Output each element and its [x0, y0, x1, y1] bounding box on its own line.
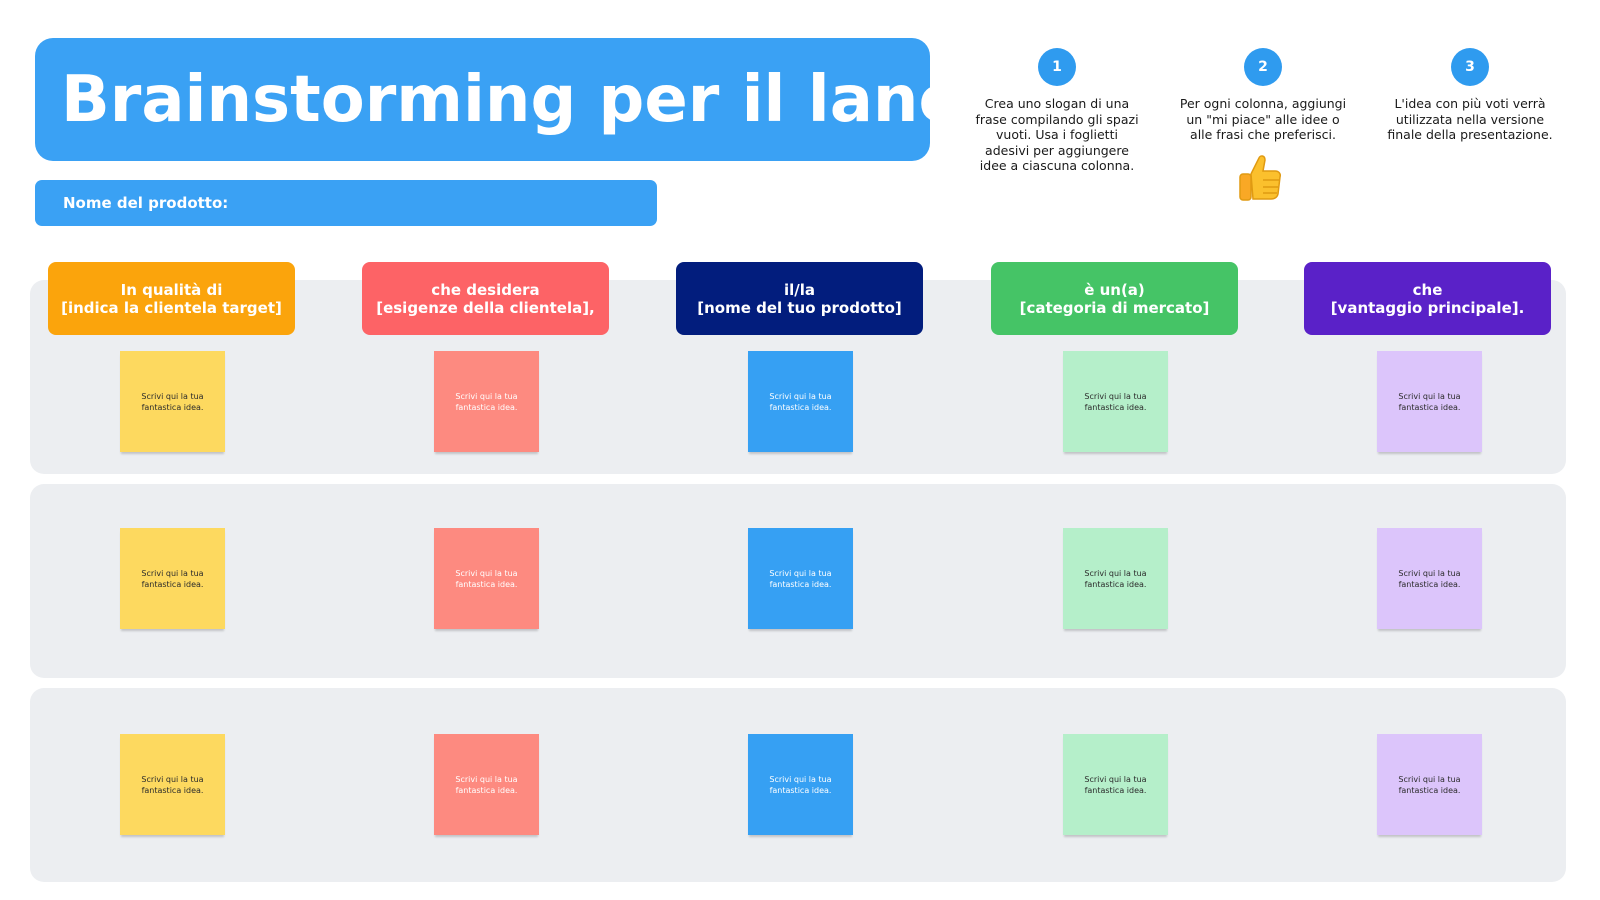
- column-header-5: che[vantaggio principale].: [1304, 262, 1551, 335]
- column-header-subtitle: [indica la clientela target]: [61, 298, 282, 317]
- column-header-subtitle: [nome del tuo prodotto]: [697, 298, 902, 317]
- column-header-1: In qualità di[indica la clientela target…: [48, 262, 295, 335]
- step-text: Per ogni colonna, aggiungi un "mi piace"…: [1179, 96, 1347, 142]
- step-text: Crea uno slogan di una frase compilando …: [975, 96, 1139, 173]
- column-header-subtitle: [vantaggio principale].: [1330, 298, 1525, 317]
- step-1: 1 Crea uno slogan di una frase compiland…: [972, 48, 1142, 174]
- sticky-note[interactable]: Scrivi qui la tua fantastica idea.: [120, 351, 225, 452]
- page-title: Brainstorming per il lancio: [61, 62, 1023, 137]
- step-2: 2 Per ogni colonna, aggiungi un "mi piac…: [1178, 48, 1348, 143]
- title-banner: Brainstorming per il lancio: [35, 38, 1022, 161]
- sticky-note[interactable]: Scrivi qui la tua fantastica idea.: [1063, 528, 1168, 629]
- sticky-note[interactable]: Scrivi qui la tua fantastica idea.: [120, 528, 225, 629]
- step-number-badge: 2: [1244, 48, 1282, 86]
- sticky-note[interactable]: Scrivi qui la tua fantastica idea.: [434, 528, 539, 629]
- column-header-4: è un(a)[categoria di mercato]: [991, 262, 1238, 335]
- thumbs-up-icon: [1239, 155, 1281, 201]
- sticky-note[interactable]: Scrivi qui la tua fantastica idea.: [1063, 734, 1168, 835]
- sticky-note[interactable]: Scrivi qui la tua fantastica idea.: [434, 734, 539, 835]
- sticky-note[interactable]: Scrivi qui la tua fantastica idea.: [1377, 351, 1482, 452]
- product-name-field[interactable]: Nome del prodotto:: [35, 180, 657, 226]
- column-header-title: che: [1412, 280, 1443, 299]
- column-header-title: è un(a): [1084, 280, 1145, 299]
- sticky-note[interactable]: Scrivi qui la tua fantastica idea.: [748, 528, 853, 629]
- column-header-title: In qualità di: [120, 280, 223, 299]
- sticky-note[interactable]: Scrivi qui la tua fantastica idea.: [1377, 528, 1482, 629]
- sticky-note[interactable]: Scrivi qui la tua fantastica idea.: [748, 734, 853, 835]
- sticky-note[interactable]: Scrivi qui la tua fantastica idea.: [120, 734, 225, 835]
- column-header-subtitle: [categoria di mercato]: [1019, 298, 1210, 317]
- sticky-note[interactable]: Scrivi qui la tua fantastica idea.: [1377, 734, 1482, 835]
- column-header-2: che desidera[esigenze della clientela],: [362, 262, 609, 335]
- column-header-subtitle: [esigenze della clientela],: [376, 298, 595, 317]
- column-header-title: che desidera: [431, 280, 540, 299]
- product-name-label: Nome del prodotto:: [63, 194, 229, 212]
- column-header-3: il/la[nome del tuo prodotto]: [676, 262, 923, 335]
- step-number-badge: 3: [1451, 48, 1489, 86]
- column-header-title: il/la: [783, 280, 816, 299]
- step-3: 3 L'idea con più voti verrà utilizzata n…: [1385, 48, 1555, 143]
- step-number-badge: 1: [1038, 48, 1076, 86]
- sticky-note[interactable]: Scrivi qui la tua fantastica idea.: [748, 351, 853, 452]
- sticky-note[interactable]: Scrivi qui la tua fantastica idea.: [1063, 351, 1168, 452]
- step-text: L'idea con più voti verrà utilizzata nel…: [1387, 96, 1553, 142]
- sticky-note[interactable]: Scrivi qui la tua fantastica idea.: [434, 351, 539, 452]
